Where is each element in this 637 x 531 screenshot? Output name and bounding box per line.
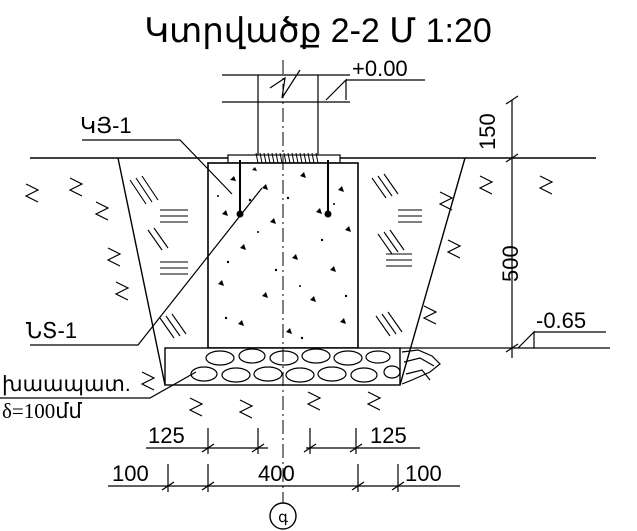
anchor-bolt-end-right: [324, 210, 332, 218]
level-mark-bottom: [400, 330, 610, 349]
footing-label: ՆՏ-1: [26, 318, 77, 343]
thickness-label: δ=100մմ: [2, 399, 83, 423]
dim-left-offset: 125: [148, 423, 185, 448]
gravel-stones: [190, 348, 401, 383]
vertical-dimension: [505, 95, 519, 358]
backfill-hatch: [129, 173, 422, 339]
dim-left-outer: 100: [112, 461, 149, 486]
soil-symbols: [24, 175, 554, 419]
dim-slab-label: 150: [475, 113, 500, 150]
concrete-hatch: [217, 167, 351, 340]
dim-depth-label: 500: [498, 245, 523, 282]
anchor-bolt-end-left: [236, 210, 244, 218]
footing-leader: [30, 187, 263, 346]
level-mark-top: [325, 78, 425, 101]
axis-label: գ: [278, 509, 288, 526]
dim-right-offset: 125: [370, 423, 407, 448]
base-plate: [227, 154, 341, 164]
weld-seam: [255, 152, 319, 164]
level-top-label: +0.00: [352, 56, 408, 81]
column-label: ԿՅ-1: [80, 113, 132, 138]
gravel-spill: [401, 349, 441, 385]
axis-bubble: [269, 502, 297, 530]
level-bottom-label: -0.65: [536, 308, 586, 333]
anchor-bolts: [239, 160, 329, 213]
column-leader: [82, 139, 233, 195]
dim-right-outer: 100: [405, 461, 442, 486]
gravel-leader: [0, 371, 197, 399]
dim-width: 400: [258, 461, 295, 486]
column-stub: [222, 69, 350, 158]
drawing-title: Կտրվածք 2-2 Մ 1:20: [144, 12, 492, 50]
excavation-slopes: [117, 157, 466, 386]
gravel-label: խաապատ.: [2, 373, 131, 396]
horizontal-dimensions: [108, 428, 460, 492]
